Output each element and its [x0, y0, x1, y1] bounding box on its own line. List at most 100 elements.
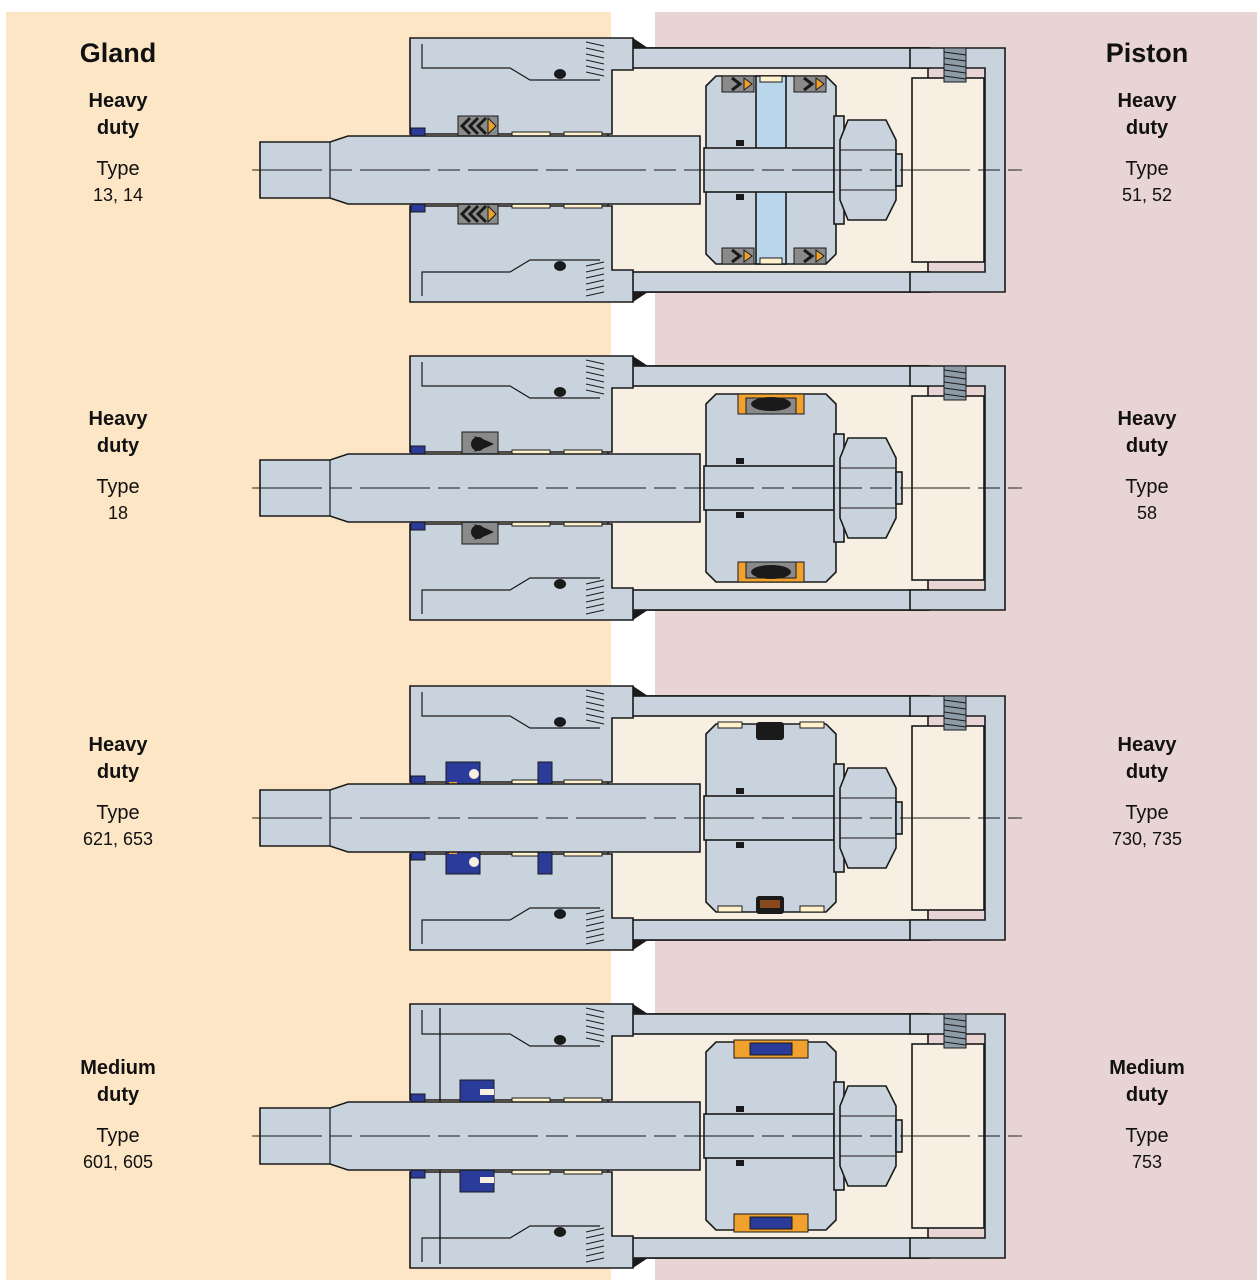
o-ring — [554, 261, 566, 271]
thread-line — [585, 65, 605, 71]
o-ring — [736, 1106, 744, 1112]
chevron-adapter — [487, 204, 497, 224]
gland-body-bottom — [409, 205, 634, 303]
hex-nut — [839, 767, 897, 869]
wear-ring — [759, 75, 783, 83]
gland-type-numbers: 621, 653 — [82, 829, 154, 849]
piston-duty-line-1: Heavy — [1117, 408, 1177, 430]
barrel-wall-top — [607, 365, 931, 387]
gland-body-bottom — [409, 853, 634, 951]
weld-mark — [633, 356, 648, 366]
thread-line — [585, 377, 605, 383]
chevron-adapter — [815, 249, 825, 263]
wear-ring — [799, 905, 825, 913]
chevron-ring — [459, 116, 472, 136]
chevron-ring — [731, 248, 743, 264]
gland-duty-line-1: Heavy — [88, 408, 148, 430]
piston-duty-line-1: Heavy — [1117, 90, 1177, 112]
piston-duty-line-1: Heavy — [1117, 734, 1177, 756]
thread-line — [585, 909, 605, 915]
cylinder-row-3 — [252, 685, 1022, 951]
piston-duty-line-2: duty — [1125, 1084, 1169, 1106]
chevron-adapter — [815, 77, 825, 91]
thread-line — [585, 383, 605, 389]
barrel-wall-top — [607, 695, 931, 717]
barrel-wall-top — [607, 47, 931, 69]
thread-line — [943, 1023, 967, 1028]
thread-line — [585, 719, 605, 725]
thread-line — [585, 585, 605, 591]
thread-line — [585, 1007, 605, 1013]
chevron-adapter — [743, 77, 753, 91]
gland-profile-line — [421, 1225, 600, 1262]
chevron-ring — [731, 76, 743, 92]
thread-line — [585, 1227, 605, 1233]
thread-line — [585, 1019, 605, 1025]
thread-line — [585, 41, 605, 47]
blue-energizer — [749, 1216, 793, 1230]
thread-line — [943, 375, 967, 380]
thread-line — [943, 1029, 967, 1034]
hex-nut — [839, 1085, 897, 1187]
thread-line — [585, 1031, 605, 1037]
o-ring — [736, 458, 744, 464]
thread-line — [585, 695, 605, 701]
thread-line — [943, 717, 967, 722]
o-ring — [554, 579, 566, 589]
gland-profile-line — [421, 44, 600, 81]
thread-line — [943, 369, 967, 374]
thread-line — [943, 75, 967, 80]
weld-mark — [633, 940, 648, 950]
gland-profile-line — [421, 362, 600, 399]
piston-type-label: Type — [1125, 158, 1169, 180]
piston-type-label: Type — [1125, 476, 1169, 498]
thread-line — [585, 267, 605, 273]
chevron-ring — [467, 116, 480, 136]
chevron-ring — [803, 248, 815, 264]
thread-line — [585, 915, 605, 921]
thread-line — [585, 1037, 605, 1043]
piston-type-label: Type — [1125, 1125, 1169, 1147]
thread-line — [943, 1035, 967, 1040]
thread-line — [585, 261, 605, 267]
gland-profile-line — [421, 577, 600, 614]
o-ring — [554, 387, 566, 397]
thread-line — [585, 579, 605, 585]
gland-body-bottom — [409, 1171, 634, 1269]
gland-body-bottom — [409, 523, 634, 621]
gland-type-label: Type — [96, 476, 140, 498]
piston-duty-line-2: duty — [1125, 435, 1169, 457]
buffer-seal — [537, 761, 553, 787]
thread-line — [585, 1239, 605, 1245]
weld-mark — [633, 292, 648, 302]
gland-duty-line-2: duty — [96, 1084, 140, 1106]
thread-line — [943, 63, 967, 68]
gland-type-numbers: 13, 14 — [92, 185, 144, 205]
thread-line — [585, 365, 605, 371]
thread-line — [585, 591, 605, 597]
quad-ring — [471, 525, 485, 539]
thread-line — [943, 705, 967, 710]
thread-line — [585, 1013, 605, 1019]
quad-ring — [471, 437, 485, 451]
seal-energizer — [760, 900, 780, 908]
gland-profile-line — [421, 1010, 600, 1047]
piston-duty-line-1: Medium — [1109, 1057, 1185, 1079]
gland-duty-line-2: duty — [96, 761, 140, 783]
thread-line — [585, 47, 605, 53]
buffer-seal — [537, 849, 553, 875]
thread-line — [585, 285, 605, 291]
gland-body-top — [409, 37, 634, 135]
thread-line — [585, 279, 605, 285]
thread-line — [585, 701, 605, 707]
thread-line — [585, 1025, 605, 1031]
thread-line — [585, 359, 605, 365]
gland-body-top — [409, 1003, 634, 1101]
chevron-ring — [475, 204, 488, 224]
piston-type-numbers: 730, 735 — [1111, 829, 1183, 849]
chevron-adapter — [743, 249, 753, 263]
